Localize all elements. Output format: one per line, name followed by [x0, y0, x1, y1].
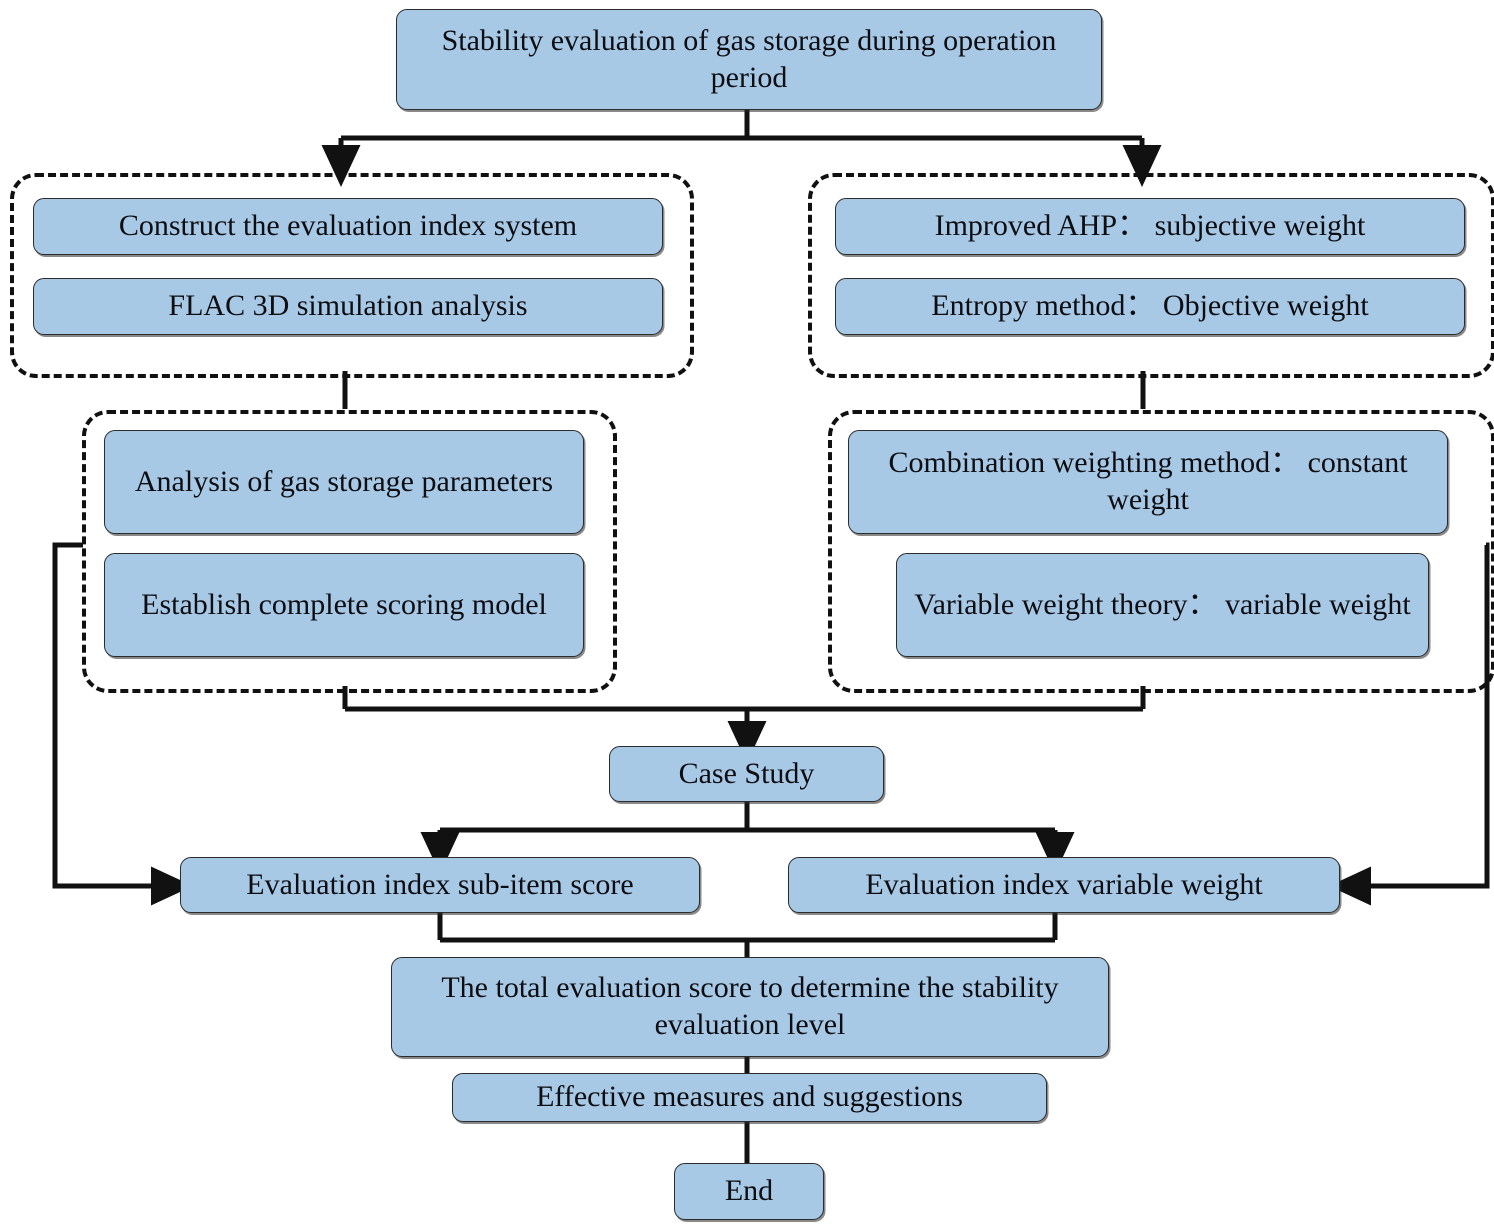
variable-weight-theory-box[interactable]: Variable weight theory： variable weight — [896, 553, 1429, 657]
total-score-box[interactable]: The total evaluation score to determine … — [391, 957, 1109, 1057]
improved-ahp-box[interactable]: Improved AHP： subjective weight — [835, 198, 1465, 255]
weight-theory-group — [828, 410, 1494, 693]
scoring-model-box[interactable]: Establish complete scoring model — [104, 553, 584, 657]
title-box-label: Stability evaluation of gas storage duri… — [441, 23, 1057, 94]
combination-weighting-label: Combination weighting method： constant w… — [888, 446, 1408, 516]
variable-weight-box[interactable]: Evaluation index variable weight — [788, 857, 1340, 913]
scoring-model-label: Establish complete scoring model — [141, 587, 547, 621]
variable-weight-theory-label: Variable weight theory： variable weight — [914, 587, 1411, 621]
flac3d-simulation-box[interactable]: FLAC 3D simulation analysis — [33, 278, 663, 335]
title-box[interactable]: Stability evaluation of gas storage duri… — [396, 9, 1102, 110]
construct-index-system-label: Construct the evaluation index system — [118, 209, 578, 243]
measures-box[interactable]: Effective measures and suggestions — [452, 1073, 1047, 1122]
entropy-method-label: Entropy method： Objective weight — [931, 289, 1369, 323]
sub-item-score-label: Evaluation index sub-item score — [246, 867, 634, 901]
construct-index-system-box[interactable]: Construct the evaluation index system — [33, 198, 663, 255]
case-study-box[interactable]: Case Study — [609, 746, 884, 802]
end-label: End — [724, 1174, 774, 1208]
flac3d-simulation-label: FLAC 3D simulation analysis — [168, 289, 528, 323]
end-box[interactable]: End — [674, 1163, 824, 1220]
total-score-label: The total evaluation score to determine … — [441, 971, 1059, 1041]
sub-item-score-box[interactable]: Evaluation index sub-item score — [180, 857, 700, 913]
combination-weighting-box[interactable]: Combination weighting method： constant w… — [848, 430, 1448, 534]
improved-ahp-label: Improved AHP： subjective weight — [934, 209, 1366, 243]
entropy-method-box[interactable]: Entropy method： Objective weight — [835, 278, 1465, 335]
variable-weight-label: Evaluation index variable weight — [865, 867, 1263, 901]
gas-storage-parameters-box[interactable]: Analysis of gas storage parameters — [104, 430, 584, 534]
case-study-label: Case Study — [678, 756, 815, 790]
gas-storage-parameters-label: Analysis of gas storage parameters — [134, 464, 554, 498]
measures-label: Effective measures and suggestions — [536, 1080, 963, 1114]
